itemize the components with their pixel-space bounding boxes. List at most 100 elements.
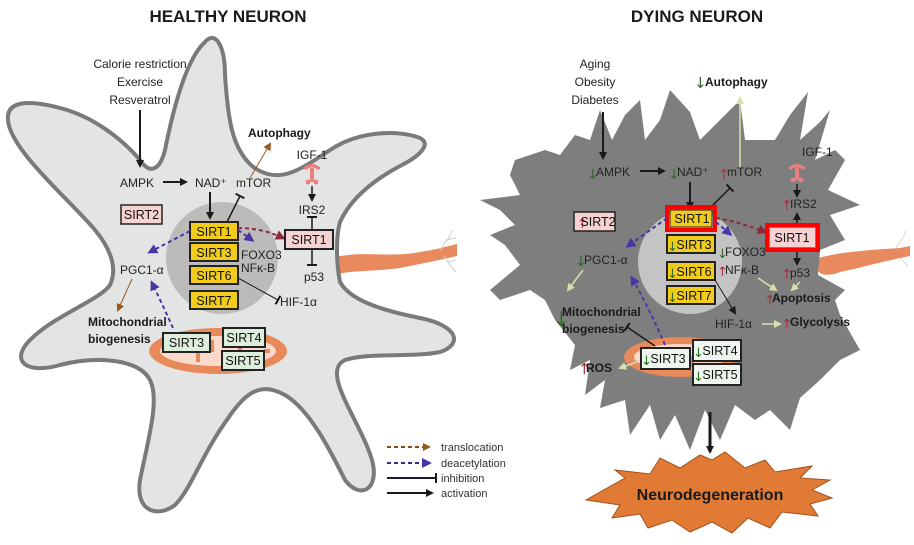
dying-hif1a: HIF-1α: [715, 317, 752, 331]
dying-sirt1-translocation: [715, 217, 768, 235]
dying-sirt2: SIRT2: [580, 215, 615, 229]
sirt2-up-icon: ↑: [577, 217, 588, 232]
dying-sirt3-nuc-box: [666, 234, 716, 254]
dying-sirt5-box: [692, 363, 742, 386]
healthy-pgc1a: PGC1-α: [120, 263, 164, 277]
healthy-igf1: IGF-1: [297, 148, 328, 162]
dying-p53: p53: [790, 266, 810, 280]
healthy-axon: [332, 244, 457, 275]
input-resveratrol: Resveratrol: [109, 93, 170, 107]
dying-sirt3-nuclear: SIRT3: [676, 238, 711, 252]
dying-sirt2-box: [573, 211, 616, 232]
healthy-sirt2: SIRT2: [124, 208, 159, 222]
sirt3-to-ros-arrow: [618, 359, 643, 370]
healthy-hif1a: HIF-1α: [280, 295, 317, 309]
sirt1-translocation-arrow: [237, 227, 286, 240]
healthy-sirt2-box: [120, 204, 163, 225]
pgc1a-to-biogenesis-arrow-dying: [566, 269, 584, 292]
sirt7-down-icon: ↓: [667, 291, 678, 306]
sirt3-nuc-down-icon: ↓: [667, 240, 678, 255]
dying-apoptosis: Apoptosis: [772, 291, 831, 305]
healthy-sirt3-mito: SIRT3: [169, 336, 204, 350]
healthy-sirt5: SIRT5: [225, 354, 260, 368]
healthy-p53: p53: [304, 270, 324, 284]
legend: translocation deacetylation inhibition a…: [387, 442, 506, 500]
healthy-sirt5-box: [221, 350, 265, 371]
dying-mito-biogenesis-1: Mitochondrial: [562, 305, 641, 319]
sirt1-to-foxo3-deacetylation: [237, 229, 255, 242]
dying-sirt1-foxo3-deacetylation: [715, 221, 733, 236]
dying-title: DYING NEURON: [631, 7, 763, 26]
healthy-nad: NAD⁺: [195, 176, 227, 190]
dying-sirt4-box: [692, 339, 742, 362]
healthy-ampk: AMPK: [120, 176, 154, 190]
healthy-sirt1-nuclear: SIRT1: [196, 225, 231, 239]
dying-sirt3-mito: SIRT3: [650, 352, 685, 366]
dying-sirt5: SIRT5: [702, 368, 737, 382]
legend-activation: activation: [441, 488, 487, 500]
dying-ampk: AMPK: [596, 165, 630, 179]
sirt6-down-icon: ↓: [667, 267, 678, 282]
dying-sirt3-mito-box: [640, 347, 691, 370]
sirt3-mito-down-icon: ↓: [641, 354, 652, 369]
healthy-foxo3: FOXO3: [241, 248, 282, 262]
dying-sirt4: SIRT4: [702, 344, 737, 358]
sirt4-down-icon: ↓: [693, 346, 704, 361]
healthy-autophagy: Autophagy: [248, 126, 311, 140]
dying-nad: NAD⁺: [677, 165, 709, 179]
dying-sirt1-nuclear: SIRT1: [674, 212, 709, 226]
healthy-sirt1-cyto-box: [284, 229, 334, 250]
sirt3-inhibits-biogenesis: [623, 322, 656, 347]
dying-sirt1-pgc1a-deacetylation: [625, 217, 668, 248]
healthy-sirt4-box: [222, 327, 266, 348]
healthy-irs2: IRS2: [299, 203, 326, 217]
sirt1-inhibits-mtor: [225, 192, 245, 225]
healthy-mtor: mTOR: [236, 176, 271, 190]
pgc1a-to-biogenesis-arrow: [116, 278, 133, 312]
biogenesis-down-icon: ↓: [553, 307, 570, 331]
ampk-down-icon: ↓: [587, 167, 599, 183]
healthy-sirt3-nuc-box: [189, 242, 239, 262]
healthy-mito-biogenesis-2: biogenesis: [88, 332, 151, 346]
sirt1-cyto-highlight: [765, 223, 820, 252]
dying-ros: ROS: [586, 361, 612, 375]
nfkb-to-apoptosis-arrow: [757, 277, 778, 292]
healthy-sirt4: SIRT4: [226, 331, 261, 345]
dying-autophagy: Autophagy: [705, 75, 768, 89]
p53-up-icon: ↑: [781, 267, 793, 283]
dying-mtor: mTOR: [727, 165, 762, 179]
dying-pgc1a: PGC1-α: [584, 253, 628, 267]
pgc1a-down-icon: ↓: [575, 254, 587, 270]
healthy-sirt7: SIRT7: [196, 294, 231, 308]
sirt1-to-pgc1a-deacetylation: [147, 230, 191, 254]
dying-axon: [818, 246, 910, 275]
dying-sirt3-pgc1a-deacetylation: [630, 275, 666, 346]
input-exercise: Exercise: [117, 75, 163, 89]
dying-sirt6-box: [666, 261, 716, 281]
sirt6-to-hif1a-arrow: [714, 279, 737, 315]
legend-translocation: translocation: [441, 442, 503, 454]
healthy-sirt6-box: [189, 265, 239, 285]
dying-axon-terminal: [895, 229, 909, 267]
nfkb-up-icon: ↑: [717, 265, 728, 280]
healthy-neuron-panel: HEALTHY NEURON Calorie restriction Exerc…: [5, 7, 457, 514]
dying-foxo3: FOXO3: [725, 245, 766, 259]
autophagy-down-icon: ↓: [694, 74, 707, 92]
foxo3-down-icon: ↓: [717, 247, 728, 262]
healthy-axon-terminal: [439, 229, 457, 273]
legend-inhibition: inhibition: [441, 473, 484, 485]
dying-glycolysis: Glycolysis: [790, 315, 850, 329]
p53-to-apoptosis-arrow: [790, 281, 801, 292]
dying-sirt7-box: [666, 285, 716, 305]
dying-igf1: IGF-1: [802, 145, 833, 159]
irs2-up-icon: ↑: [781, 198, 793, 214]
dying-mito-biogenesis-2: biogenesis: [562, 322, 625, 336]
ros-up-icon: ↑: [578, 360, 591, 378]
healthy-sirt1-cytoplasmic: SIRT1: [291, 233, 326, 247]
dying-sirt1-cytoplasmic: SIRT1: [774, 231, 809, 245]
dying-irs2: IRS2: [790, 197, 817, 211]
healthy-sirt7-box: [189, 290, 239, 310]
dying-sirt7: SIRT7: [676, 289, 711, 303]
dying-sirt6: SIRT6: [676, 265, 711, 279]
